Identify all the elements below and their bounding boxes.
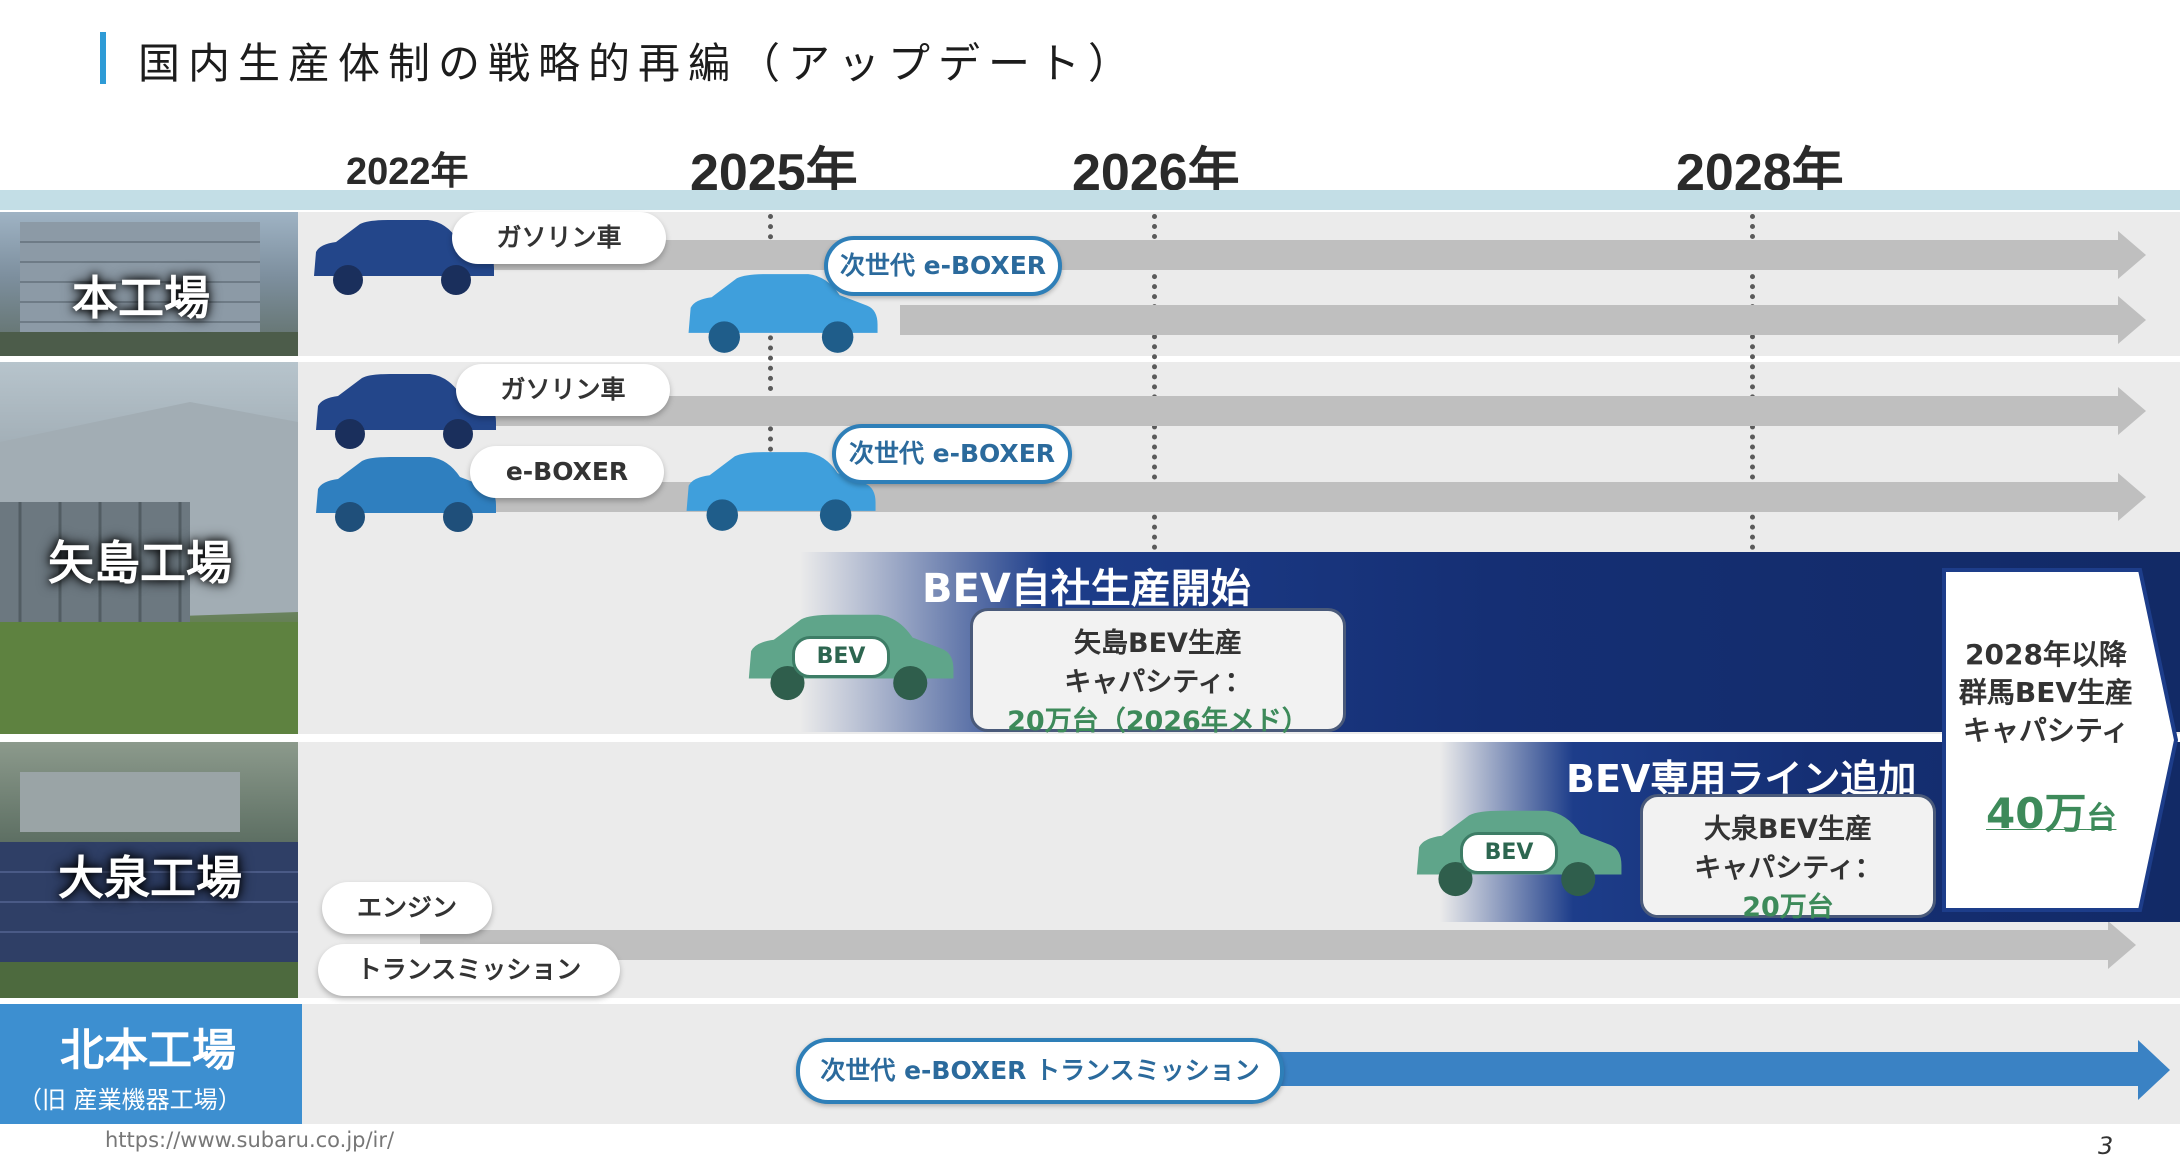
plant-name-yajima: 矢島工場 [48, 536, 232, 590]
title-accent-bar [100, 32, 106, 84]
label-transmission: トランスミッション [318, 944, 620, 996]
cap-oizumi-line1: 大泉BEV生産 [1704, 814, 1872, 845]
future-line3: キャパシティ [1962, 714, 2130, 747]
plant-name-kitamoto: 北本工場 [60, 1025, 236, 1076]
cap-yajima-line1: 矢島BEV生産 [1074, 628, 1242, 659]
arrow-head [2118, 387, 2146, 435]
future-line1: 2028年以降 [1965, 638, 2127, 671]
photo-oizumi: 大泉工場 [0, 742, 298, 998]
building-image [0, 222, 298, 356]
plant-name-honkojo: 本工場 [72, 271, 210, 325]
plant-name-oizumi: 大泉工場 [58, 851, 242, 905]
car-next-eboxer-yajima [686, 452, 876, 531]
arrow-honkojo-gasoline [470, 240, 2120, 270]
label-next-eboxer-honkojo: 次世代 e-BOXER [824, 236, 1062, 296]
label-gasoline-yajima: ガソリン車 [456, 364, 670, 416]
cap-box-oizumi: 大泉BEV生産 キャパシティ： 20万台 [1640, 794, 1936, 923]
panel-kitamoto: 北本工場 （旧 産業機器工場） [0, 1004, 302, 1124]
label-engine: エンジン [322, 882, 492, 934]
page-title: 国内生産体制の戦略的再編（アップデート） [138, 39, 1139, 88]
bev-badge-oizumi: BEV [1460, 832, 1558, 874]
arrow-kitamoto [1260, 1052, 2140, 1086]
arrow-head [2118, 473, 2146, 521]
car-gasoline-honkojo [314, 220, 494, 295]
car-gasoline-yajima [316, 374, 496, 449]
arrow-oizumi [420, 930, 2110, 960]
label-next-eboxer-transmission: 次世代 e-BOXER トランスミッション [796, 1038, 1284, 1104]
building-image [0, 402, 298, 734]
year-line-2028 [1750, 214, 1755, 550]
label-gasoline-honkojo: ガソリン車 [452, 212, 666, 264]
cap-yajima-line2: キャパシティ： [1064, 667, 1252, 698]
label-eboxer-yajima: e-BOXER [470, 446, 664, 498]
year-line-2025 [768, 214, 773, 462]
bev-oizumi-heading: BEV専用ライン追加 [1566, 757, 1917, 801]
future-line2: 群馬BEV生産 [1958, 676, 2134, 709]
timeline-header-band [0, 190, 2180, 210]
photo-yajima: 矢島工場 [0, 362, 298, 734]
future-text: 2028年以降 群馬BEV生産 キャパシティ [1946, 636, 2146, 750]
future-capacity-arrow [1942, 568, 2179, 912]
label-next-eboxer-yajima: 次世代 e-BOXER [832, 424, 1072, 484]
year-2022: 2022年 [346, 151, 469, 193]
bev-yajima-heading: BEV自社生産開始 [922, 566, 1251, 612]
photo-honkojo: 本工場 [0, 212, 298, 356]
car-eboxer-yajima [316, 457, 496, 532]
arrow-head [2138, 1040, 2170, 1100]
year-line-2026 [1152, 214, 1157, 550]
cap-oizumi-line2: キャパシティ： [1694, 853, 1882, 884]
future-value: 40万台 [1986, 780, 2116, 841]
arrow-head [2118, 231, 2146, 279]
arrow-yajima-gasoline [470, 396, 2120, 426]
plant-subname-kitamoto: （旧 産業機器工場） [18, 1086, 242, 1114]
aerial-image [0, 772, 298, 998]
page-number: 3 [2098, 1132, 2114, 1160]
arrow-honkojo-next-eboxer [900, 305, 2120, 335]
cap-yajima-value: 20万台（2026年メド） [1007, 706, 1309, 737]
arrow-head [2108, 921, 2136, 969]
bev-badge-yajima: BEV [792, 636, 890, 678]
cap-oizumi-value: 20万台 [1742, 892, 1834, 923]
future-value-num: 40万 [1986, 789, 2087, 838]
car-next-eboxer-honkojo [688, 274, 878, 353]
footer-url[interactable]: https://www.subaru.co.jp/ir/ [105, 1128, 395, 1152]
future-value-unit: 台 [2086, 801, 2117, 836]
arrow-head [2118, 296, 2146, 344]
cap-box-yajima: 矢島BEV生産 キャパシティ： 20万台（2026年メド） [970, 608, 1346, 737]
